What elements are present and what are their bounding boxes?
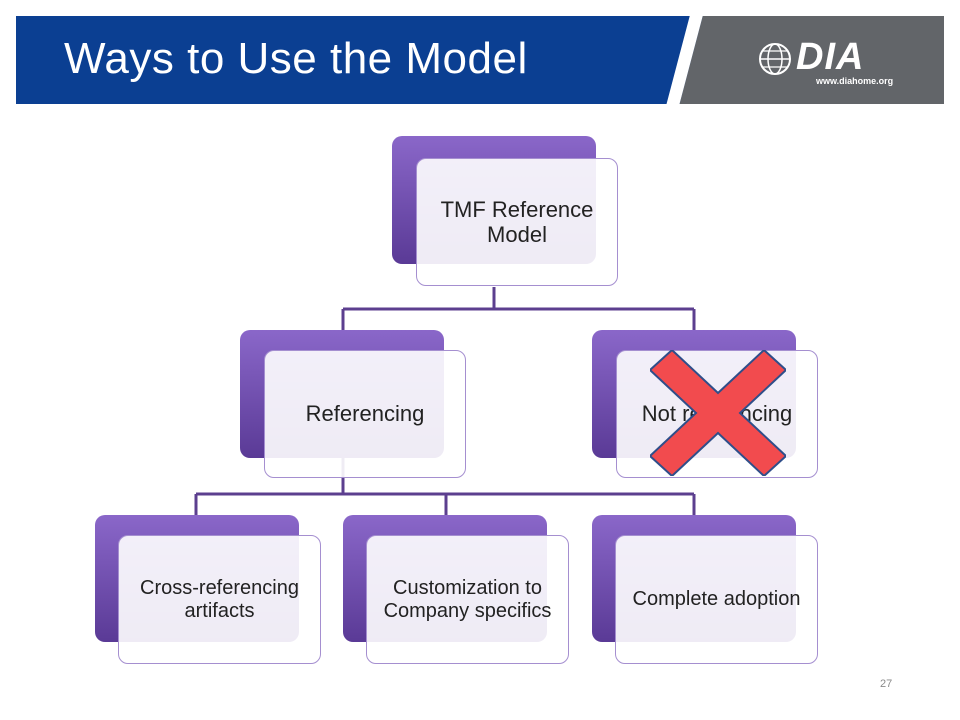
logo-url: www.diahome.org xyxy=(816,76,894,86)
page-title: Ways to Use the Model xyxy=(64,34,528,83)
customization-node: Customization to Company specifics xyxy=(366,535,569,664)
page-number: 27 xyxy=(880,678,893,690)
dia-logo: DIA www.diahome.org xyxy=(758,36,948,92)
referencing-node-label: Referencing xyxy=(305,401,425,427)
root-node: TMF Reference Model xyxy=(416,158,618,286)
globe-icon xyxy=(759,43,791,75)
cross-out-icon xyxy=(650,350,786,476)
header-gray-band xyxy=(679,16,944,104)
cross-referencing-node: Cross-referencing artifacts xyxy=(118,535,321,664)
logo-wordmark: DIA xyxy=(796,36,865,78)
customization-node-label: Customization to Company specifics xyxy=(383,576,552,622)
cross-referencing-node-label: Cross-referencing artifacts xyxy=(140,576,299,622)
complete-adoption-node-label: Complete adoption xyxy=(632,588,801,610)
referencing-node: Referencing xyxy=(264,350,466,478)
header-banner: Ways to Use the Model DIA www.diahome.or… xyxy=(16,16,944,104)
root-node-label: TMF Reference Model xyxy=(440,196,594,247)
complete-adoption-node: Complete adoption xyxy=(615,535,818,664)
